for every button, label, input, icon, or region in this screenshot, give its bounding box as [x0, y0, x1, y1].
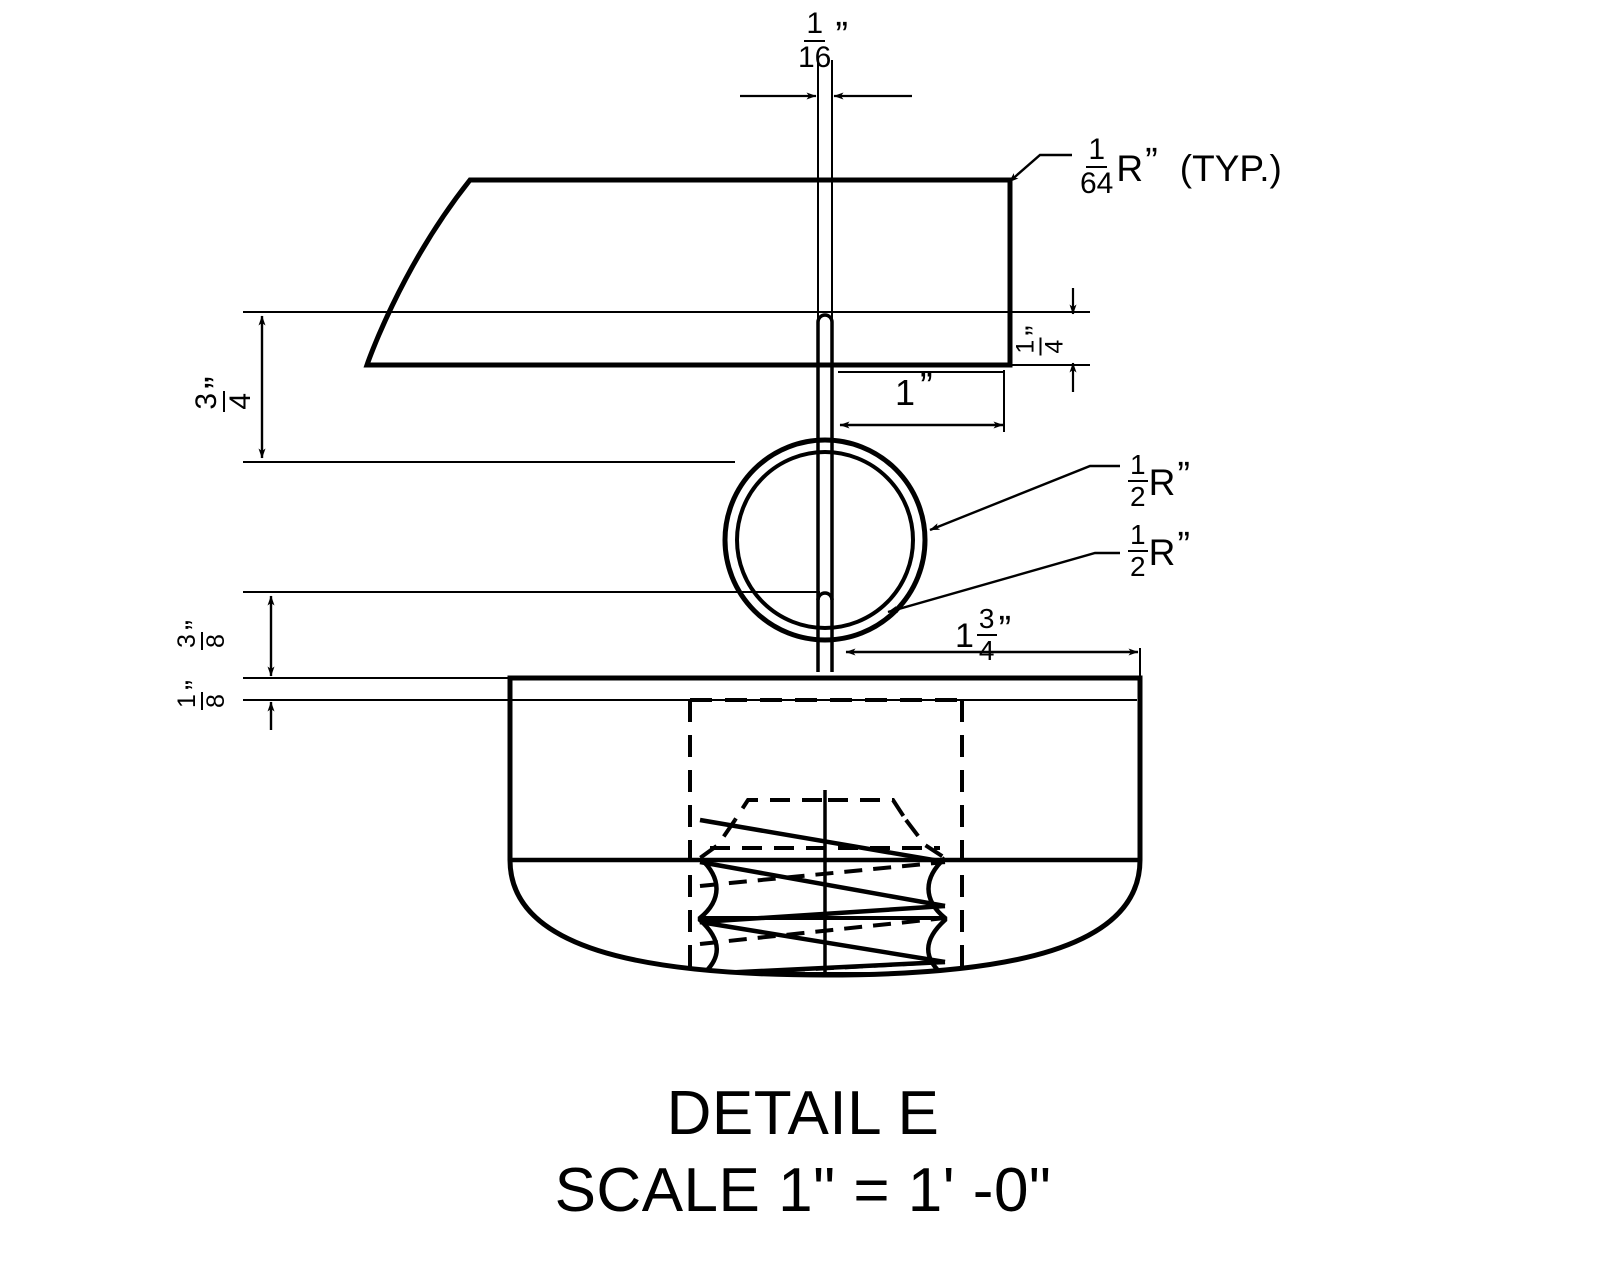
inch-mark: ”	[1145, 141, 1158, 183]
inch-mark: ”	[1018, 325, 1053, 336]
dim-label-upper-offset: 1 ”	[895, 368, 933, 413]
radius-symbol: R	[1148, 461, 1176, 503]
dim-label-top-width: 1 16 ”	[796, 7, 849, 74]
dim-label-flange-thickness: 1 4 ”	[1012, 301, 1069, 381]
frac-numerator: 3	[976, 603, 997, 636]
frac-numerator: 1	[1011, 337, 1042, 356]
connecting-stem	[816, 313, 834, 672]
detail-title: DETAIL E	[666, 1079, 940, 1148]
frac-numerator: 1	[1128, 449, 1148, 482]
callout-label-ring-radius-outer: 1 2 R ”	[1128, 449, 1190, 512]
frac-denominator: 64	[1080, 167, 1114, 200]
dim-whole-number: 1	[955, 617, 974, 655]
frac-denominator: 4	[978, 635, 995, 666]
inch-mark: ”	[920, 366, 933, 408]
callout-label-corner-radius: 1 64 R ” (TYP.)	[1078, 133, 1282, 200]
dim-top-width	[740, 60, 912, 330]
frac-numerator: 3	[190, 390, 225, 412]
frac-numerator: 3	[173, 632, 203, 650]
dim-lower-left-stack	[243, 591, 820, 730]
dim-whole-number: 1	[895, 372, 916, 413]
inch-mark: ”	[198, 376, 240, 389]
frac-denominator: 4	[224, 392, 257, 410]
radius-symbol: R	[1148, 531, 1176, 573]
hidden-bore-lines	[688, 698, 964, 972]
frac-numerator: 1	[173, 692, 203, 710]
upper-body-outline	[363, 177, 1013, 368]
dim-upper-offset	[838, 370, 1005, 432]
frac-denominator: 16	[798, 41, 832, 74]
inch-mark: ”	[180, 620, 213, 631]
frac-denominator: 8	[202, 694, 230, 708]
dim-upper-body-height	[243, 311, 1010, 463]
callout-label-ring-radius-inner: 1 2 R ”	[1128, 519, 1190, 582]
inch-mark: ”	[180, 680, 213, 691]
frac-numerator: 1	[804, 7, 826, 42]
dim-lower-body-halfwidth	[845, 648, 1141, 680]
inch-mark: ”	[1177, 455, 1190, 497]
threaded-stud	[697, 790, 948, 975]
dim-label-lower-body-halfwidth: 1 3 4 ”	[955, 603, 1012, 666]
frac-denominator: 4	[1040, 339, 1069, 354]
callout-corner-radius-leader	[1008, 153, 1072, 183]
inch-mark: ”	[998, 609, 1012, 651]
frac-numerator: 1	[1128, 519, 1148, 552]
ring-section	[722, 437, 928, 643]
dim-flange-thickness	[1010, 288, 1090, 392]
radius-symbol: R	[1116, 147, 1144, 189]
frac-denominator: 2	[1130, 551, 1146, 582]
inch-mark: ”	[1177, 525, 1190, 567]
frac-denominator: 2	[1130, 481, 1146, 512]
frac-denominator: 8	[202, 634, 230, 648]
dim-label-plate-thickness: 1 8 ”	[173, 660, 230, 730]
dim-label-upper-body-height: 3 4 ”	[190, 349, 257, 439]
drawing-geometry	[243, 60, 1143, 978]
frac-numerator: 1	[1086, 133, 1108, 168]
inch-mark: ”	[835, 15, 849, 57]
typ-note: (TYP.)	[1179, 147, 1282, 189]
callout-ring-radius-leaders	[887, 464, 1120, 614]
detail-scale-note: SCALE 1" = 1' -0"	[554, 1156, 1052, 1225]
